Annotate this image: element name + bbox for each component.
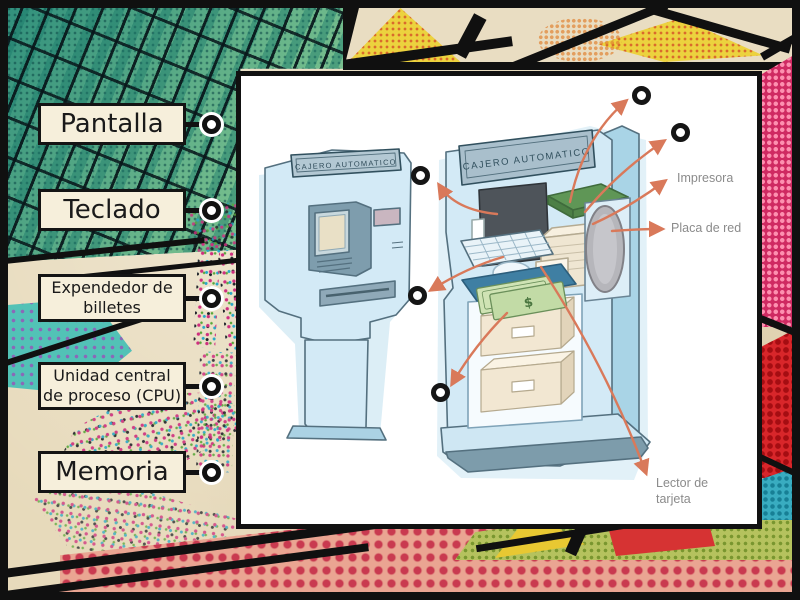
label-connector-knob	[202, 201, 221, 220]
label-connector	[185, 122, 203, 127]
frame-top	[0, 0, 800, 8]
svg-text:$: $	[523, 295, 535, 311]
label-connector	[185, 384, 203, 389]
label-connector-knob	[202, 463, 221, 482]
label-pantalla[interactable]: Pantalla	[38, 103, 186, 145]
atm-exploded	[440, 125, 651, 473]
atm-illustration: CAJERO AUTOMATICO	[259, 98, 741, 506]
frame-left	[0, 0, 8, 600]
annotation-lector-line2: tarjeta	[656, 492, 691, 506]
label-connector-knob	[202, 289, 221, 308]
atm-closed	[264, 148, 412, 441]
annotation-placa-de-red: Placa de red	[671, 221, 741, 235]
bg-explosion-panel	[343, 8, 792, 70]
label-connector-knob	[202, 377, 221, 396]
label-memoria[interactable]: Memoria	[38, 451, 186, 493]
drop-target-3[interactable]	[411, 166, 430, 185]
cash-bills: $ $	[475, 275, 568, 321]
drop-target-2[interactable]	[671, 123, 690, 142]
frame-right	[792, 0, 800, 600]
bg-dot-trail	[195, 351, 237, 473]
diagram-panel: CAJERO AUTOMATICO	[236, 71, 762, 529]
drop-target-4[interactable]	[408, 286, 427, 305]
drop-target-1[interactable]	[632, 86, 651, 105]
label-connector	[185, 470, 203, 475]
drop-target-5[interactable]	[431, 383, 450, 402]
label-cpu[interactable]: Unidad central de proceso (CPU)	[38, 362, 186, 410]
callout-arrows	[427, 98, 668, 477]
frame-bottom	[0, 592, 800, 600]
label-connector-knob	[202, 115, 221, 134]
label-expendedor[interactable]: Expendedor de billetes	[38, 274, 186, 322]
annotation-impresora: Impresora	[677, 171, 733, 185]
label-teclado[interactable]: Teclado	[38, 189, 186, 231]
annotation-lector-line1: Lector de	[656, 476, 708, 490]
label-connector	[185, 296, 203, 301]
label-connector	[185, 208, 203, 213]
